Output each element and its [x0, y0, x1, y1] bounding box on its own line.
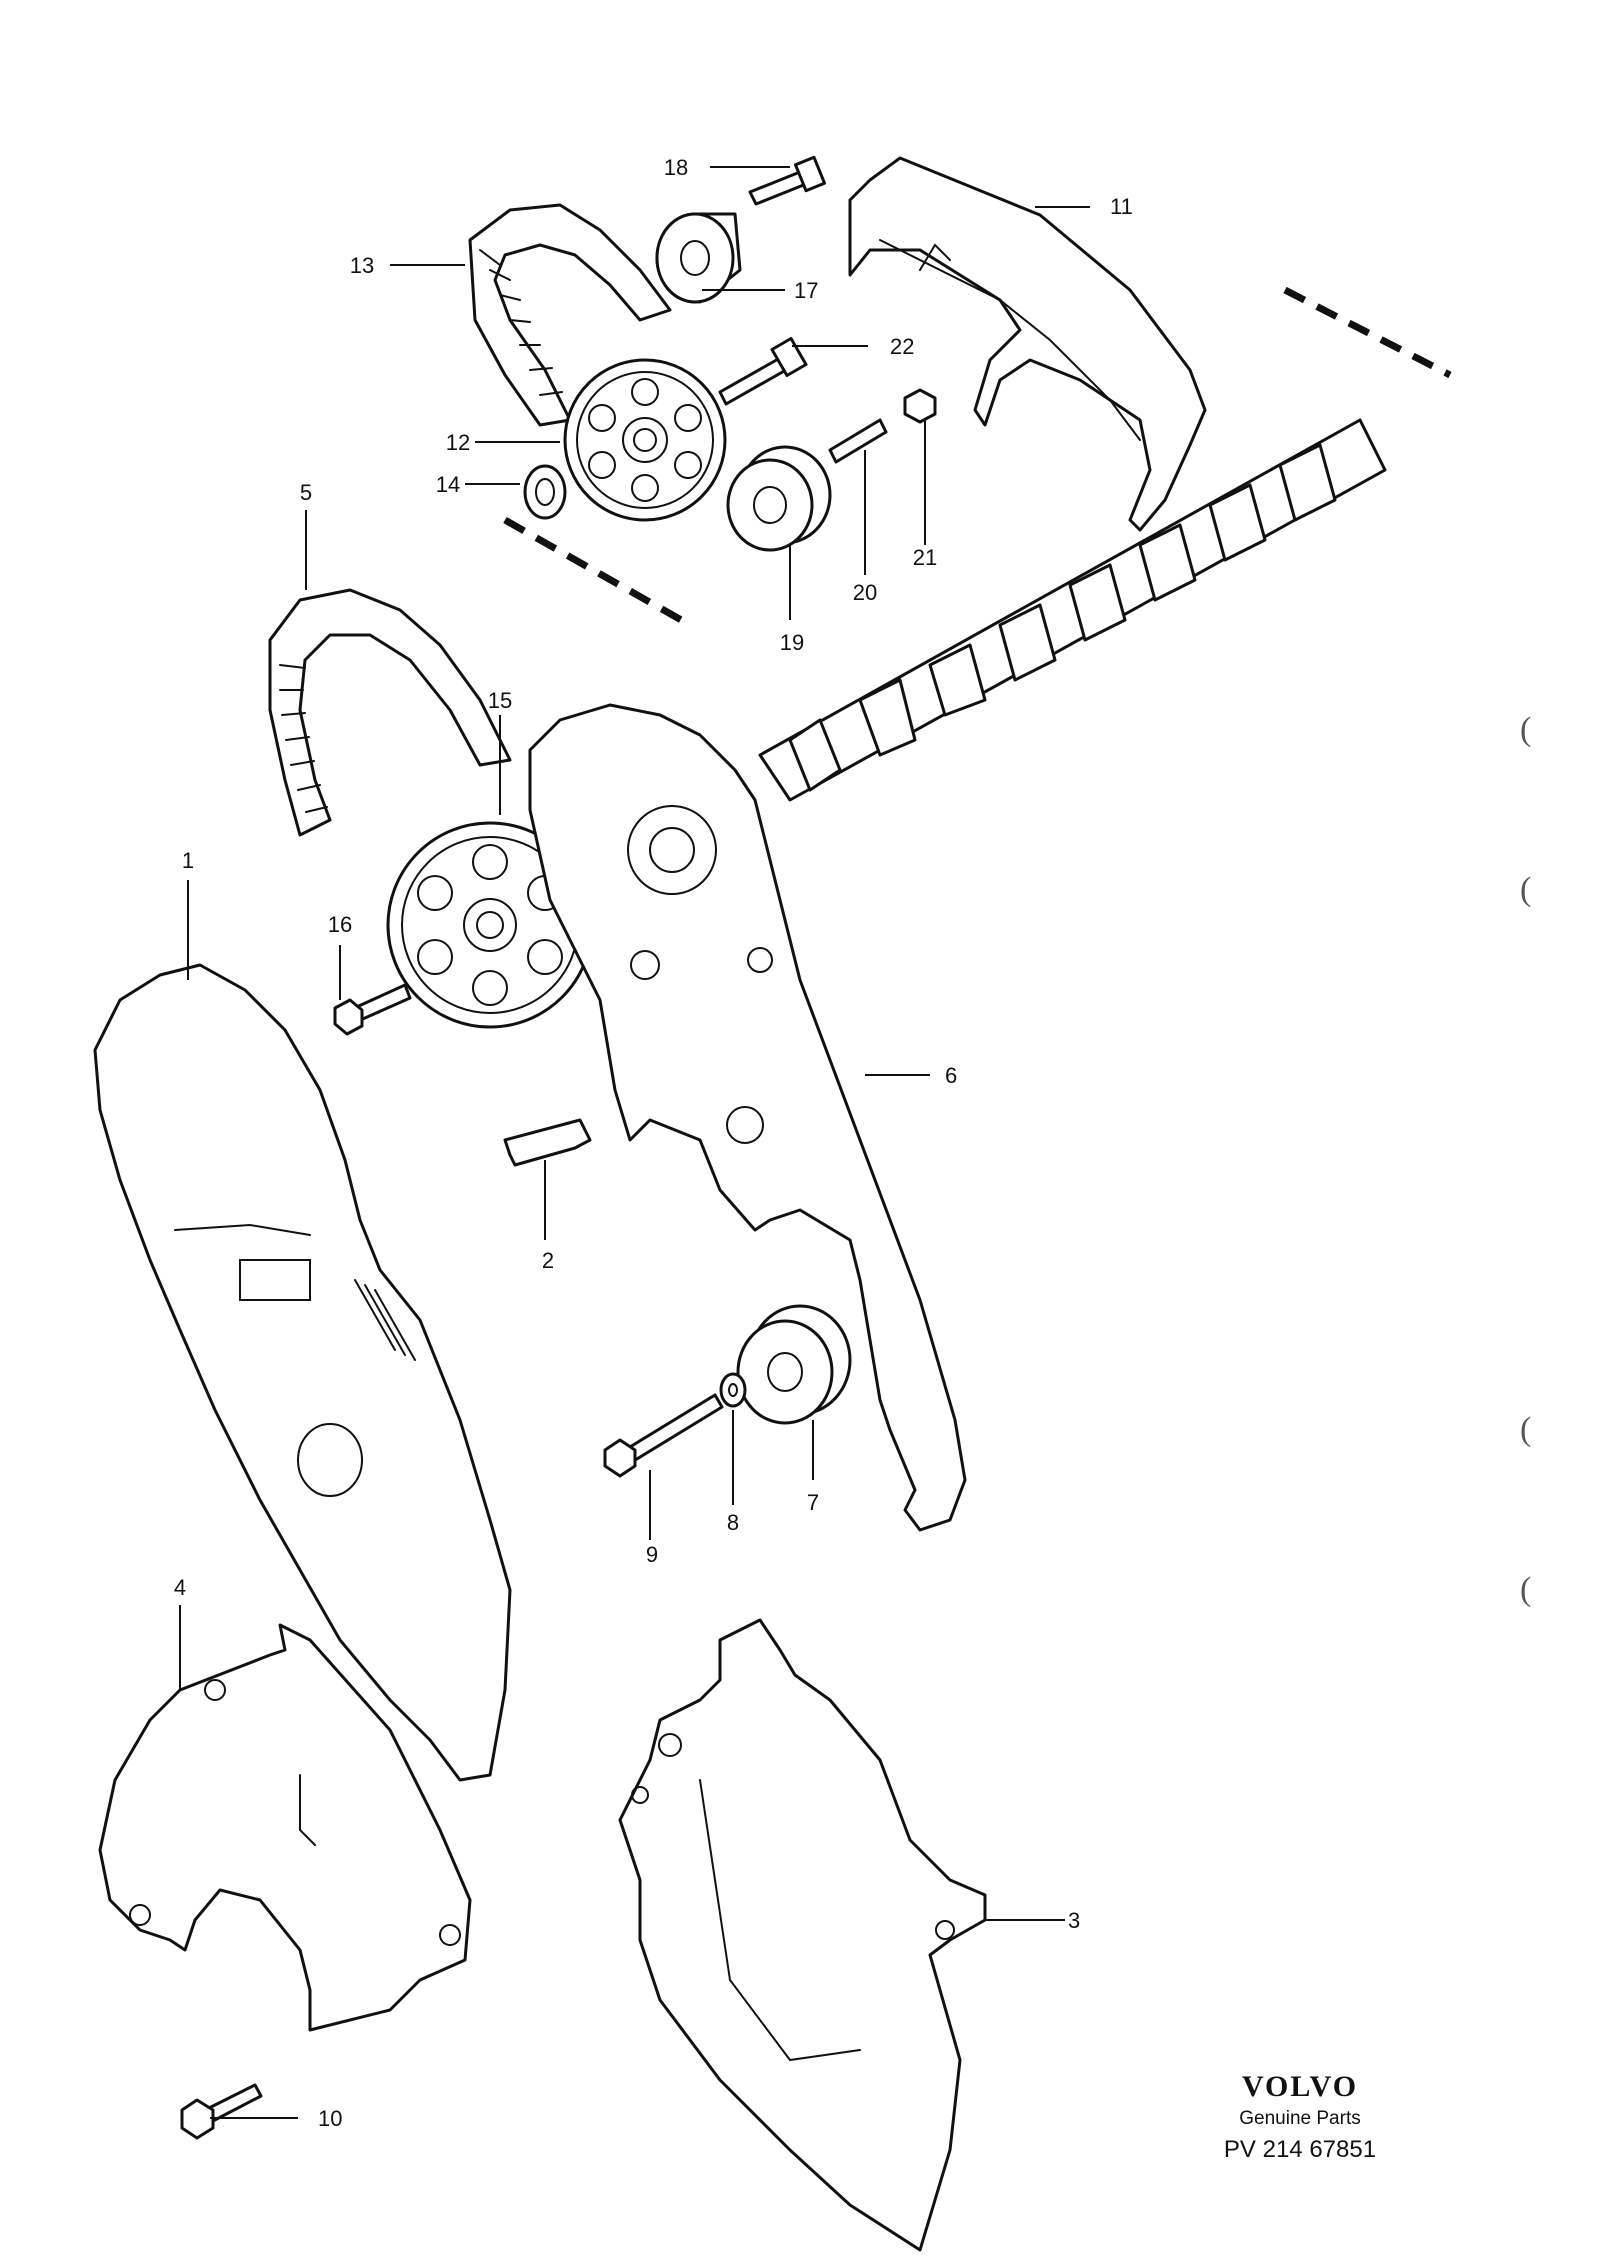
callout-18: 18	[664, 155, 688, 180]
callout-6: 6	[945, 1063, 957, 1088]
margin-mark: (	[1520, 711, 1531, 748]
stud-20	[828, 418, 888, 464]
diagram-code: PV 214 67851	[1223, 2136, 1377, 2163]
callout-20: 20	[853, 580, 877, 605]
callout-3: 3	[1068, 1908, 1080, 1933]
callout-10: 10	[318, 2106, 342, 2131]
lower-timing-belt	[268, 588, 512, 837]
upper-cam-pulley	[563, 358, 727, 522]
upper-timing-belt	[468, 203, 672, 427]
front-timing-cover	[93, 963, 512, 1782]
brand-block: VOLVO Genuine Parts PV 214 67851	[1170, 2070, 1430, 2164]
callout-1: 1	[182, 848, 194, 873]
idler-bolt-18	[748, 155, 827, 206]
volvo-logo: VOLVO	[1241, 2070, 1359, 2103]
callout-21: 21	[913, 545, 937, 570]
margin-mark: (	[1520, 1411, 1531, 1448]
callout-2: 2	[542, 1248, 554, 1273]
lower-front-cover	[98, 1623, 472, 2032]
brand-subtitle: Genuine Parts	[1239, 2108, 1361, 2129]
cover-bolt-10	[180, 2083, 263, 2140]
margin-marks: ( ( ( (	[1520, 711, 1531, 1608]
callout-labels: 18 11 13 17 22 12 14 5 21 20 19 15 1 16 …	[174, 155, 1133, 2131]
leader-lines	[179, 166, 1090, 2119]
margin-mark: (	[1520, 1571, 1531, 1608]
callout-11: 11	[1110, 194, 1133, 219]
rear-timing-cover	[528, 703, 967, 1532]
belt-guide-clip	[503, 1118, 592, 1167]
seal-ring	[523, 464, 567, 520]
callout-14: 14	[436, 472, 460, 497]
upper-idler-pulley	[655, 212, 742, 304]
dashed-axis-lines	[503, 286, 1452, 629]
lower-rear-cover	[618, 1618, 987, 2252]
callout-9: 9	[646, 1542, 658, 1567]
callout-8: 8	[727, 1510, 739, 1535]
callout-12: 12	[446, 430, 470, 455]
callout-15: 15	[488, 688, 512, 713]
callout-7: 7	[807, 1490, 819, 1515]
callout-19: 19	[780, 630, 804, 655]
camshaft	[758, 418, 1387, 802]
callout-16: 16	[328, 912, 352, 937]
callout-13: 13	[350, 253, 374, 278]
margin-mark: (	[1520, 871, 1531, 908]
tensioner-pulley-19	[726, 445, 832, 552]
nut-21	[903, 388, 937, 424]
upper-cam-cover	[848, 156, 1207, 532]
tensioner-bolt-9	[603, 1393, 724, 1478]
cam-lobes	[788, 443, 1337, 792]
callout-4: 4	[174, 1575, 186, 1600]
callout-5: 5	[300, 480, 312, 505]
callout-17: 17	[794, 278, 818, 303]
callout-22: 22	[890, 334, 914, 359]
washer-8	[719, 1372, 747, 1408]
bolt-22	[718, 337, 808, 406]
tensioner-pulley-7	[736, 1304, 852, 1425]
pulley-bolt-16	[333, 983, 412, 1036]
